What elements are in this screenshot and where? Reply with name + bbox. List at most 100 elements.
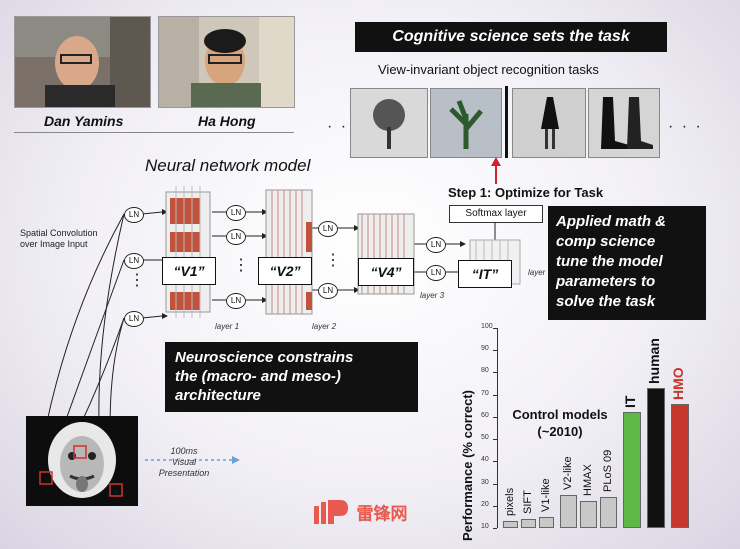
name-ha-hong: Ha Hong [198, 113, 256, 129]
input-image [26, 416, 138, 506]
bar-hmax [580, 501, 597, 528]
watermark: 雷锋网 [312, 498, 407, 526]
dots-l1: ⋮ [233, 257, 249, 274]
dress-icon [513, 89, 585, 157]
portrait-dan-yamins [15, 17, 150, 107]
y-tick-mark [493, 372, 497, 374]
bar-hmo [671, 403, 689, 528]
neuro-line-1: Neuroscience constrains [175, 349, 354, 366]
area-v2: “V2” [258, 257, 312, 285]
y-tick-label: 60 [481, 411, 489, 419]
photo-dan-yamins [14, 16, 151, 108]
y-tick-label: 20 [481, 500, 489, 508]
neuro-line-2: the (macro- and meso-) [175, 368, 341, 385]
banner-cognitive-text: Cognitive science sets the task [392, 28, 630, 45]
bar-v2-like [560, 494, 577, 528]
photo-ha-hong [158, 16, 295, 108]
applied-line-2: comp science [556, 233, 656, 250]
up-arrow-icon [491, 157, 501, 184]
thumb-boots [588, 88, 660, 158]
y-tick-mark [493, 350, 497, 352]
y-tick-label: 90 [481, 345, 489, 353]
y-tick-label: 70 [481, 389, 489, 397]
softmax-layer: Softmax layer [449, 205, 543, 223]
ln-l1-1: LN [226, 205, 246, 221]
portrait-ha-hong [159, 17, 294, 107]
ln-l1-2: LN [226, 229, 246, 245]
applied-line-5: solve the task [556, 293, 656, 310]
banner-applied-math: Applied math & comp science tune the mod… [548, 206, 706, 320]
y-tick-mark [493, 528, 497, 529]
dots-l2: ⋮ [325, 252, 341, 269]
y-tick-label: 50 [481, 434, 489, 442]
ln-l2-1: LN [318, 221, 338, 237]
bar-label-hmo: HMO [670, 366, 686, 400]
bar-label-v2-like: V2-like [561, 456, 574, 490]
input-label: Spatial Convolution over Image Input [20, 228, 98, 250]
ln-input-2: LN [124, 253, 144, 269]
ln-l1-3: LN [226, 293, 246, 309]
bar-label-hmax: HMAX [581, 464, 594, 497]
applied-line-3: tune the model [556, 253, 663, 270]
bar-it [623, 412, 641, 528]
chart-ylabel: Performance (% correct) [460, 390, 475, 541]
thumb-tree [350, 88, 428, 158]
layer1-stack [165, 186, 211, 318]
y-tick-mark [493, 505, 497, 507]
layer2-label: layer 2 [312, 322, 337, 331]
y-tick-label: 80 [481, 367, 489, 375]
task-caption: View-invariant object recognition tasks [378, 62, 599, 77]
y-tick-mark [493, 328, 497, 329]
boots-icon [589, 89, 659, 157]
ellipsis-right: · · · [668, 118, 703, 135]
layer4-label: layer [528, 268, 546, 277]
bar-label-pixels: pixels [503, 488, 516, 517]
input-label-line-1: Spatial Convolution [20, 228, 98, 238]
y-tick-label: 10 [481, 523, 489, 530]
area-v1: “V1” [162, 257, 216, 285]
model-title: Neural network model [145, 156, 311, 175]
bar-label-sift: SIFT [521, 490, 534, 515]
ln-l2-2: LN [318, 283, 338, 299]
presentation-label: 100ms Visual Presentation [158, 446, 210, 479]
layer2-stack [265, 189, 313, 315]
step1-label: Step 1: Optimize for Task [448, 185, 604, 200]
y-tick-mark [493, 439, 497, 441]
watermark-text: 雷锋网 [356, 504, 408, 524]
ln-l3-1: LN [426, 237, 446, 253]
tree-icon [351, 89, 427, 157]
presentation-line-3: Presentation [158, 468, 210, 478]
ln-input-1: LN [124, 207, 144, 223]
banner-neuroscience: Neuroscience constrains the (macro- and … [165, 342, 418, 412]
bar-human [647, 388, 665, 528]
bar-plos-09 [600, 496, 617, 528]
applied-line-4: parameters to [556, 273, 656, 290]
y-tick-mark [493, 394, 497, 396]
dots-input: ⋮ [129, 272, 145, 289]
thumb-plant [430, 88, 502, 158]
banner-cognitive-science: Cognitive science sets the task [355, 22, 667, 52]
presentation-line-2: Visual [171, 457, 197, 467]
applied-line-1: Applied math & [556, 213, 667, 230]
control-title-line-1: Control models [512, 407, 608, 422]
layer3-label: layer 3 [420, 291, 445, 300]
area-it: “IT” [458, 260, 512, 288]
control-title: Control models (~2010) [507, 406, 613, 440]
thumb-dress [512, 88, 586, 158]
plant-icon [431, 89, 501, 157]
bar-v1-like [539, 516, 554, 528]
area-v4: “V4” [358, 258, 414, 286]
input-label-line-2: over Image Input [20, 239, 88, 249]
divider-line [14, 132, 294, 133]
task-separator [505, 86, 508, 158]
bar-pixels [503, 521, 518, 528]
bar-label-plos-09: PLoS 09 [601, 449, 614, 492]
bar-sift [521, 519, 536, 528]
leiphone-logo-icon [314, 500, 348, 524]
layer3-stack [357, 213, 415, 295]
y-axis [497, 328, 498, 528]
y-tick-mark [493, 416, 497, 418]
